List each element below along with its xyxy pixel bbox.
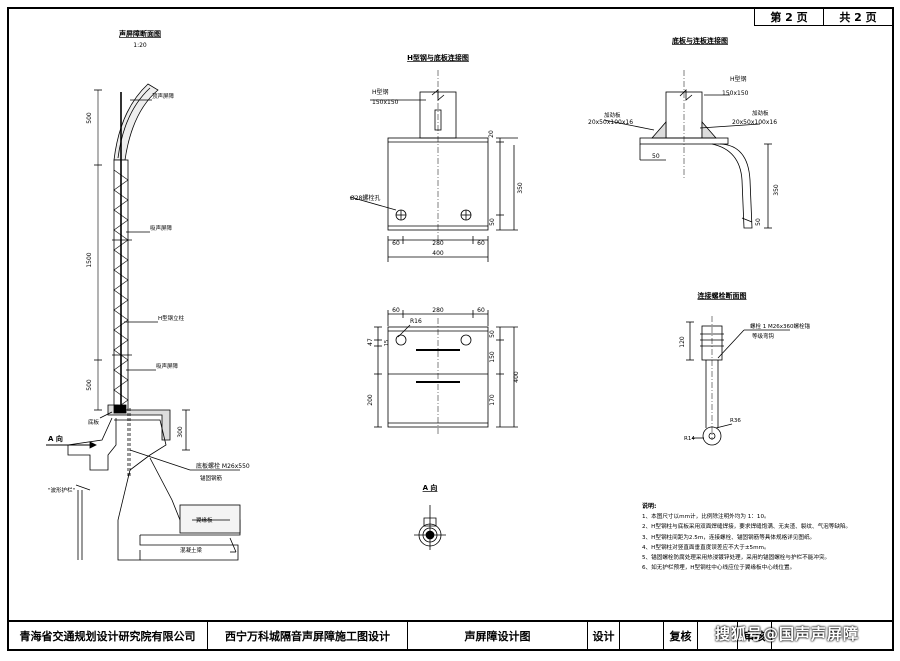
plan-dim-280: 280	[432, 307, 444, 314]
stiff-left: 加劲板	[604, 111, 621, 119]
plan-dim-200: 200	[367, 394, 374, 406]
label-screen-mid: 吸声屏障	[150, 224, 173, 232]
section-scale: 1:20	[133, 42, 147, 49]
anchor-dim-120: 120	[679, 336, 686, 348]
label-a-dir: A 向	[48, 434, 63, 443]
note-item: 5、锚固螺栓防腐处理采用热浸镀锌处理，采用的锚固螺栓与护栏不能冲突。	[642, 555, 831, 562]
section-view-title: 声屏障断面图	[118, 29, 161, 38]
base-title: 底板与连板连接图	[672, 36, 728, 45]
plan-dim-47: 47	[367, 338, 374, 346]
base-steel-label: H型钢	[730, 75, 747, 83]
note-item: 3、H型钢柱间距为2.5m，连接螺栓、锚固钢筋等具体规格详见图纸。	[642, 534, 816, 541]
hsteel-drawing	[349, 70, 518, 262]
note-item: 4、H型钢柱对竖直面垂直度误差应不大于±5mm。	[642, 544, 770, 551]
label-guard: "波形护栏"	[48, 486, 75, 494]
base-dim-50: 50	[652, 153, 660, 160]
label-slab: 翼缘板	[196, 516, 213, 524]
plan-dim-15: 15	[384, 340, 390, 346]
plan-dim-60b: 60	[477, 307, 485, 314]
tb-review: 复核	[664, 622, 698, 650]
tb-design: 设计	[588, 622, 620, 650]
base-drawing	[603, 70, 772, 229]
anchor-r14: R14	[684, 436, 695, 442]
label-screen-low: 吸声屏障	[156, 362, 179, 370]
tb-approve: 审核	[738, 622, 772, 650]
sheet-border	[7, 7, 894, 651]
stiff-right: 加劲板	[752, 109, 769, 117]
note-item: 1、本图尺寸以mm计，比例除注明外均为 1：10。	[642, 514, 770, 521]
label-beam: 混凝土梁	[180, 546, 203, 554]
anchor-drawing	[686, 316, 790, 446]
hsteel-dim-50: 50	[489, 218, 496, 226]
label-anchor: 锚固钢筋	[200, 474, 223, 482]
view-a-title: A 向	[423, 483, 438, 492]
page-current: 第 2 页	[770, 11, 808, 24]
dim-500-bottom: 500	[86, 379, 93, 391]
anchor-r36: R36	[730, 418, 741, 424]
tb-design-sign	[620, 622, 664, 650]
base-dim-350: 350	[773, 184, 780, 196]
dim-1500: 1500	[86, 252, 93, 267]
hsteel-dim-60a: 60	[392, 240, 400, 247]
base-dim-50b: 50	[755, 218, 762, 226]
hsteel-dim-20: 20	[488, 130, 495, 138]
note-item: 6、如无护栏预埋，H型钢柱中心线应位于翼缘板中心线位置。	[642, 565, 796, 572]
hsteel-hole: Ø28螺栓孔	[350, 194, 380, 202]
page-indicator: 第 2 页 共 2 页	[754, 8, 893, 26]
dim-300: 300	[177, 426, 184, 438]
plan-dim-60a: 60	[392, 307, 400, 314]
hsteel-dim-60b: 60	[477, 240, 485, 247]
hsteel-label: H型钢	[372, 88, 389, 96]
anchor-label-2: 等级弯钩	[752, 332, 775, 340]
hsteel-title: H型钢与底板连接图	[407, 53, 469, 62]
note-item: 2、H型钢柱与底板采用双面焊缝焊接，要求焊缝饱满、无夹渣、裂纹、气泡等缺陷。	[642, 524, 852, 531]
page-total: 共 2 页	[823, 9, 892, 25]
label-top-screen: 顶声屏障	[152, 92, 175, 100]
label-bolt: 底板螺栓 M26x550	[196, 462, 250, 470]
anchor-label: 螺栓 1 M26x360螺栓锚	[750, 322, 810, 330]
tb-review-sign	[698, 622, 738, 650]
plan-drawing	[374, 310, 518, 434]
stiff-right-size: 20x50x100x16	[732, 119, 777, 126]
section-view	[46, 83, 241, 561]
plan-radius: R16	[410, 318, 422, 325]
dim-500-top: 500	[86, 112, 93, 124]
hsteel-size: 150x150	[372, 99, 399, 106]
hsteel-dim-400: 400	[432, 250, 444, 257]
view-a-drawing	[414, 505, 446, 550]
stiff-left-size: 20x50x100x16	[588, 119, 633, 126]
watermark: 搜狐号@国声声屏障	[715, 625, 860, 643]
notes-title: 说明:	[642, 503, 657, 510]
tb-project: 西宁万科城隔音声屏障施工图设计	[208, 622, 408, 650]
plan-dim-50: 50	[489, 330, 496, 338]
label-column: H型钢立柱	[158, 314, 185, 322]
title-block: 青海省交通规划设计研究院有限公司 西宁万科城隔音声屏障施工图设计 声屏障设计图 …	[8, 620, 893, 650]
base-steel-size: 150x150	[722, 90, 749, 97]
tb-drawing: 声屏障设计图	[408, 622, 588, 650]
hsteel-dim-280: 280	[432, 240, 444, 247]
label-base-plate: 底板	[88, 418, 100, 426]
hsteel-dim-350: 350	[517, 182, 524, 194]
notes-block: 说明: 1、本图尺寸以mm计，比例除注明外均为 1：10。 2、H型钢柱与底板采…	[642, 502, 872, 573]
plan-dim-400: 400	[513, 371, 520, 383]
plan-dim-170: 170	[489, 394, 496, 406]
tb-company: 青海省交通规划设计研究院有限公司	[8, 622, 208, 650]
plan-dim-150: 150	[489, 351, 496, 363]
anchor-title: 连接螺栓断面图	[698, 291, 747, 300]
